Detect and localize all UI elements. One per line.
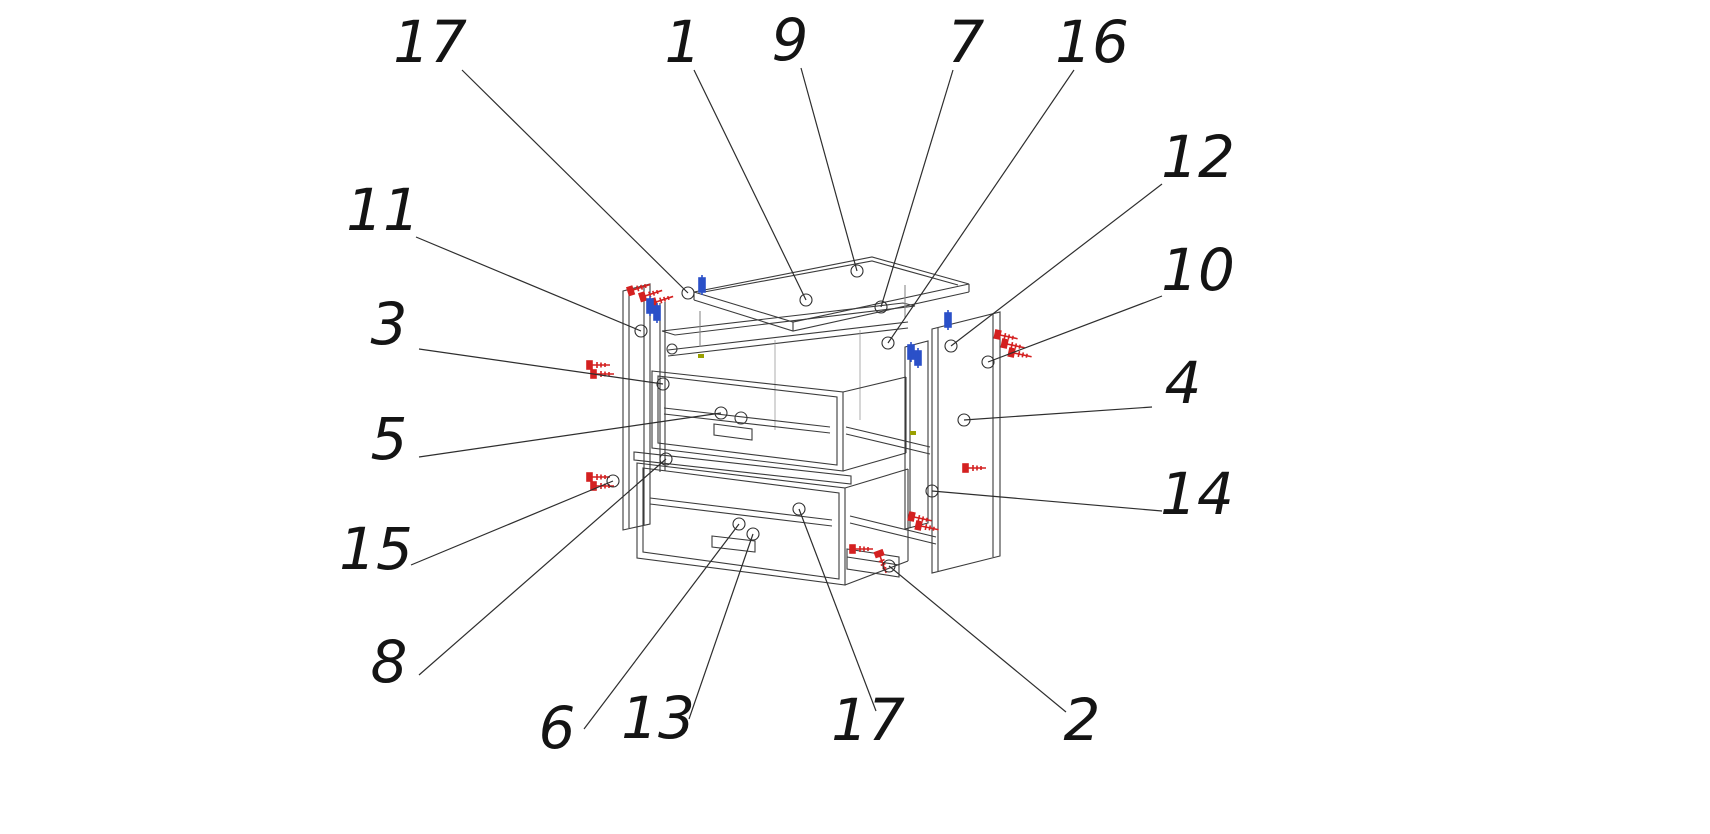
callout-target-14 [925, 484, 939, 498]
callout-label-9: 9 [772, 6, 809, 74]
callout-target-11 [634, 324, 648, 338]
fasteners-red [586, 279, 1034, 576]
callout-target-17-top [681, 286, 695, 300]
leader-line-11 [415, 236, 642, 332]
leader-line-17-top [461, 69, 689, 294]
callout-label-14: 14 [1160, 460, 1234, 528]
callout-target-9 [850, 264, 864, 278]
left-side-panel [622, 283, 678, 531]
top-panel [693, 256, 970, 332]
callout-label-11: 11 [346, 176, 420, 244]
callout-label-5: 5 [371, 405, 408, 473]
callout-target-4 [957, 413, 971, 427]
callout-target-5 [714, 406, 728, 420]
leader-line-9 [800, 67, 858, 272]
cabinet-drawing [586, 256, 1034, 586]
leader-line-6 [583, 523, 740, 730]
callout-target-17-bottom [792, 502, 806, 516]
middle-drawer [651, 370, 931, 472]
callout-target-2 [882, 559, 896, 573]
bottom-drawer [636, 462, 937, 586]
callout-label-16: 16 [1055, 8, 1129, 76]
leader-line-10 [987, 295, 1163, 363]
callout-target-12 [944, 339, 958, 353]
callout-target-13 [746, 527, 760, 541]
callout-target-15 [606, 474, 620, 488]
callout-target-10 [981, 355, 995, 369]
callout-label-13: 13 [621, 684, 695, 752]
callout-target-6 [732, 517, 746, 531]
callout-label-3: 3 [371, 290, 408, 358]
leader-line-13 [688, 533, 754, 720]
leader-line-16 [887, 69, 1075, 344]
callout-target-7 [874, 300, 888, 314]
leader-line-5 [418, 412, 722, 458]
callout-label-6: 6 [539, 694, 576, 762]
leader-line-1 [693, 69, 807, 301]
callout-label-2: 2 [1064, 686, 1101, 754]
right-slide-panel [904, 340, 929, 530]
leader-line-7 [880, 69, 954, 308]
callout-label-7: 7 [948, 8, 985, 76]
fixed-shelf [633, 451, 852, 485]
leader-line-17-bottom [798, 508, 877, 712]
callout-target-8 [659, 452, 673, 466]
callout-label-10: 10 [1161, 236, 1235, 304]
callout-label-17-top: 17 [393, 8, 467, 76]
callout-label-17-bottom: 17 [831, 686, 905, 754]
leader-line-3 [418, 348, 664, 385]
leader-line-14 [931, 490, 1163, 512]
callout-label-1: 1 [665, 8, 702, 76]
callout-label-12: 12 [1161, 123, 1235, 191]
leader-line-8 [418, 458, 667, 676]
leader-line-12 [950, 183, 1163, 347]
callout-label-8: 8 [371, 628, 408, 696]
right-side-panel [931, 311, 1001, 574]
callout-target-16 [881, 336, 895, 350]
callout-target-3 [656, 377, 670, 391]
left-inner-partition [659, 302, 666, 472]
callout-target-1 [799, 293, 813, 307]
callout-label-4: 4 [1165, 349, 1202, 417]
leader-line-2 [888, 565, 1067, 713]
top-back-rails [661, 285, 916, 430]
callout-layer: 17 1 9 7 16 12 10 4 14 11 3 5 15 8 6 13 17 2 [339, 6, 1235, 762]
dowels-yellow [698, 354, 916, 435]
leader-line-15 [410, 480, 614, 566]
leader-line-4 [963, 406, 1153, 421]
callout-label-15: 15 [339, 515, 413, 583]
